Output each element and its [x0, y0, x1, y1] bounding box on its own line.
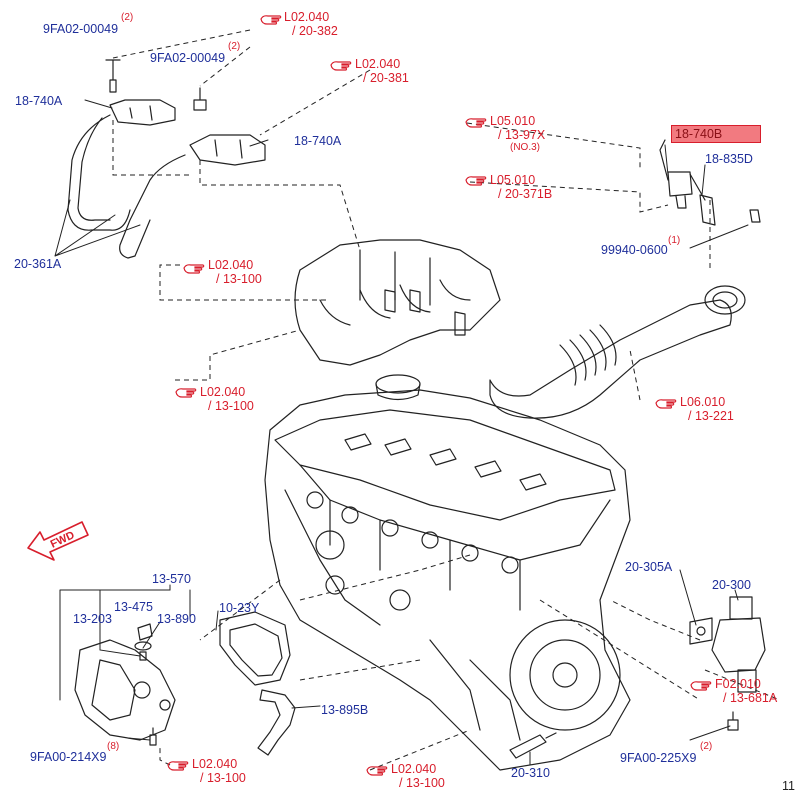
reference-hand-icon: [330, 61, 352, 71]
vacuum-hose-left: [67, 114, 131, 231]
qty-99940-0600: (1): [668, 235, 681, 246]
bracket-18-740a-left: [109, 99, 176, 126]
part-13-203[interactable]: 13-203: [73, 612, 112, 626]
part-13-475[interactable]: 13-475: [114, 600, 153, 614]
reference-hand-icon: [183, 264, 205, 274]
bracket-18-740a-right: [189, 134, 266, 166]
reference-l02-040-13-100-c[interactable]: L02.040 / 13-100: [192, 757, 246, 785]
reference-hand-icon: [465, 176, 487, 186]
part-18-835d[interactable]: 18-835D: [705, 152, 753, 166]
hose-13-895b: [257, 689, 296, 756]
part-13-570[interactable]: 13-570: [152, 572, 191, 586]
reference-figure: / 13-100: [200, 771, 246, 785]
reference-l05-010-20-371b[interactable]: L05.010 / 20-371B: [490, 173, 552, 201]
air-intake-hose: [489, 299, 732, 419]
qty-9fa00-225x9: (2): [700, 741, 713, 752]
reference-page: L02.040: [200, 385, 246, 399]
part-10-23y[interactable]: 10-23Y: [219, 601, 260, 615]
reference-page: L02.040: [208, 258, 254, 272]
part-18-740a-left[interactable]: 18-740A: [15, 94, 63, 108]
reference-note: (NO.3): [510, 142, 540, 153]
reference-figure: / 20-371B: [498, 187, 553, 201]
reference-f02-010-13-681a[interactable]: F02.010 / 13-681A: [715, 677, 777, 705]
reference-l06-010-13-221[interactable]: L06.010 / 13-221: [680, 395, 734, 423]
cam-cover-ridge: [299, 464, 611, 561]
part-9fa00-225x9[interactable]: 9FA00-225X9: [620, 751, 697, 765]
part-99940-0600[interactable]: 99940-0600: [601, 243, 668, 257]
page-number: 11: [782, 779, 795, 793]
part-9fa02-00049-b[interactable]: 9FA02-00049: [150, 51, 226, 65]
part-13-895b[interactable]: 13-895B: [321, 703, 369, 717]
reference-figure: / 13-221: [688, 409, 734, 423]
part-20-310[interactable]: 20-310: [511, 766, 550, 780]
crank-pulley-area: [509, 619, 621, 731]
vacuum-hose-right: [119, 154, 186, 259]
fwd-arrow-icon: [27, 521, 89, 561]
part-20-300[interactable]: 20-300: [712, 578, 751, 592]
reference-l05-010-13-97x[interactable]: L05.010 / 13-97X (NO.3): [490, 114, 545, 153]
reference-figure: / 20-382: [292, 24, 338, 38]
sensor-18-740b: [667, 171, 693, 209]
sensor-20-310: [509, 732, 557, 759]
reference-l02-040-13-100-d[interactable]: L02.040 / 13-100: [391, 762, 445, 790]
part-20-305a[interactable]: 20-305A: [625, 560, 673, 574]
reference-page: L02.040: [284, 10, 330, 24]
reference-hand-icon: [690, 681, 712, 691]
reference-figure: / 13-100: [216, 272, 262, 286]
reference-page: L06.010: [680, 395, 726, 409]
reference-page: L02.040: [355, 57, 401, 71]
reference-hand-icon: [366, 766, 388, 776]
reference-figure: / 20-381: [363, 71, 409, 85]
part-20-361a[interactable]: 20-361A: [14, 257, 62, 271]
intake-manifold: [294, 239, 501, 366]
reference-figure: / 13-681A: [723, 691, 778, 705]
part-18-740a-right[interactable]: 18-740A: [294, 134, 342, 148]
reference-l02-040-13-100-b[interactable]: L02.040 / 13-100: [200, 385, 254, 413]
reference-hand-icon: [167, 761, 189, 771]
water-outlet-housing: [74, 639, 176, 741]
part-13-890[interactable]: 13-890: [157, 612, 196, 626]
reference-figure: / 13-97X: [498, 128, 546, 142]
qty-9fa02-00049-a: (2): [121, 12, 134, 23]
bracket-18-835d: [699, 194, 716, 226]
reference-l02-040-13-100-a[interactable]: L02.040 / 13-100: [208, 258, 262, 286]
qty-9fa00-214x9: (8): [107, 741, 120, 752]
cylinder-head-top: [274, 409, 616, 521]
part-9fa02-00049-a[interactable]: 9FA02-00049: [43, 22, 119, 36]
egr-valve-20-300: [711, 617, 766, 673]
reference-page: L05.010: [490, 173, 536, 187]
reference-page: L02.040: [192, 757, 238, 771]
reference-page: L02.040: [391, 762, 437, 776]
reference-l02-040-20-382[interactable]: L02.040 / 20-382: [284, 10, 338, 38]
engine-block-outline: [264, 389, 631, 771]
reference-hand-icon: [655, 399, 677, 409]
reference-page: F02.010: [715, 677, 761, 691]
part-18-740b-highlighted[interactable]: 18-740B: [671, 125, 762, 143]
gasket-10-23y: [219, 611, 291, 686]
reference-figure: / 13-100: [208, 399, 254, 413]
reference-hand-icon: [175, 388, 197, 398]
reference-hand-icon: [260, 15, 282, 25]
part-9fa00-214x9[interactable]: 9FA00-214X9: [30, 750, 107, 764]
reference-figure: / 13-100: [399, 776, 445, 790]
reference-page: L05.010: [490, 114, 536, 128]
qty-9fa02-00049-b: (2): [228, 41, 241, 52]
reference-l02-040-20-381[interactable]: L02.040 / 20-381: [355, 57, 409, 85]
